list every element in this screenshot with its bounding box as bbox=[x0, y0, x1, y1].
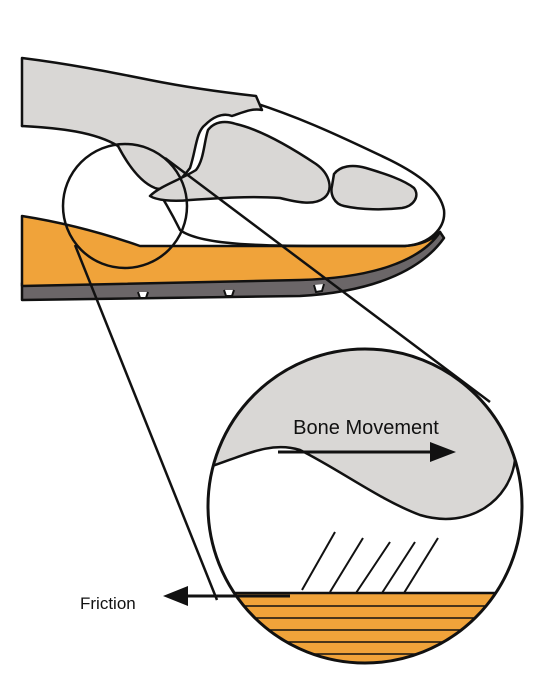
tissue-strands bbox=[301, 531, 439, 594]
friction-annotation: Friction bbox=[80, 586, 290, 613]
connector-line-right bbox=[164, 157, 491, 403]
tread-notches bbox=[137, 283, 325, 299]
magnifier-connection bbox=[61, 142, 491, 601]
small-magnifier-circle bbox=[61, 142, 189, 270]
distal-phalanx bbox=[330, 164, 418, 211]
metatarsal-bone bbox=[20, 56, 264, 191]
foot bbox=[20, 56, 446, 248]
zoom-bone bbox=[208, 349, 522, 521]
zoom-circle-outline bbox=[206, 347, 524, 665]
proximal-phalanx bbox=[148, 120, 331, 204]
zoom-detail bbox=[206, 347, 524, 665]
bone-movement-annotation: Bone Movement bbox=[278, 417, 456, 462]
friction-arrow-head bbox=[163, 586, 188, 606]
zoom-insole bbox=[208, 591, 522, 663]
connector-line-left bbox=[73, 244, 219, 601]
bone-movement-label: Bone Movement bbox=[293, 417, 439, 439]
bone-movement-arrow-head bbox=[430, 442, 456, 462]
friction-label: Friction bbox=[80, 594, 136, 613]
shoe-sole bbox=[20, 214, 446, 302]
